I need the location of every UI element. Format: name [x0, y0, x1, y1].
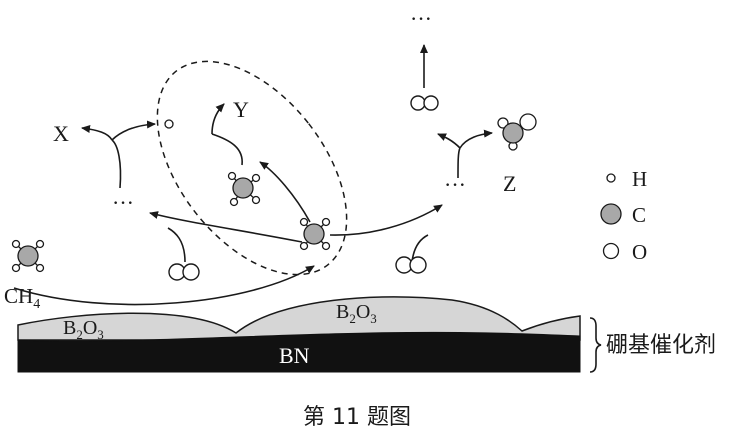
legend-o-label: O: [632, 240, 647, 264]
label-catalyst: 硼基催化剂: [606, 333, 716, 358]
label-bn: BN: [279, 343, 310, 368]
h-atom: [164, 119, 174, 129]
figure-caption: 第 11 题图: [303, 405, 411, 430]
arrow-to-z: [459, 129, 493, 149]
arrow-to-h: [111, 120, 156, 141]
bn-layer: [17, 331, 581, 373]
label-b2o3-mid: B2O3: [336, 301, 377, 326]
co-molecule: [410, 95, 439, 111]
dots-top: ···: [410, 6, 432, 31]
dots-left: ···: [112, 190, 134, 215]
dashed-region: [156, 60, 348, 276]
b2o3-layer: [17, 296, 581, 341]
arrow-o2-right-branch: [411, 234, 429, 263]
arrow-to-co: [437, 133, 461, 149]
reaction-arrows: [13, 44, 493, 306]
arrow-center-to-ch3: [259, 161, 311, 223]
legend-c-icon: [600, 203, 622, 225]
dots-right: ···: [444, 172, 466, 197]
o2-right: [395, 256, 427, 274]
legend-h-icon: [606, 173, 616, 183]
central-intermediate: [299, 217, 331, 251]
arrow-right-dots-up: [457, 147, 461, 179]
ch3-intermediate: [227, 171, 261, 207]
label-b2o3-left: B2O3: [63, 317, 104, 342]
arrow-left-dots-up: [111, 139, 122, 189]
catalyst-bracket: [589, 317, 602, 373]
catalyst-surface: [17, 296, 581, 373]
label-y: Y: [233, 97, 249, 122]
arrow-ch3-up: [211, 133, 243, 166]
legend: H C O: [600, 167, 647, 264]
z-molecule: [497, 113, 537, 151]
label-z: Z: [503, 171, 516, 196]
legend-o-icon: [602, 242, 620, 260]
arrow-o2-left-branch: [167, 227, 186, 263]
legend-h-label: H: [632, 167, 647, 191]
o2-left: [168, 263, 200, 281]
arrow-ch4-to-surface: [13, 265, 315, 306]
arrow-center-to-left-dots: [149, 211, 303, 243]
arrow-to-y: [211, 103, 225, 135]
legend-c-label: C: [632, 203, 646, 227]
label-x: X: [53, 121, 69, 146]
ch4-molecule: [11, 239, 45, 273]
arrow-to-x: [81, 125, 113, 141]
arrow-center-to-right-dots: [329, 204, 443, 236]
label-ch4: CH4: [4, 284, 40, 312]
